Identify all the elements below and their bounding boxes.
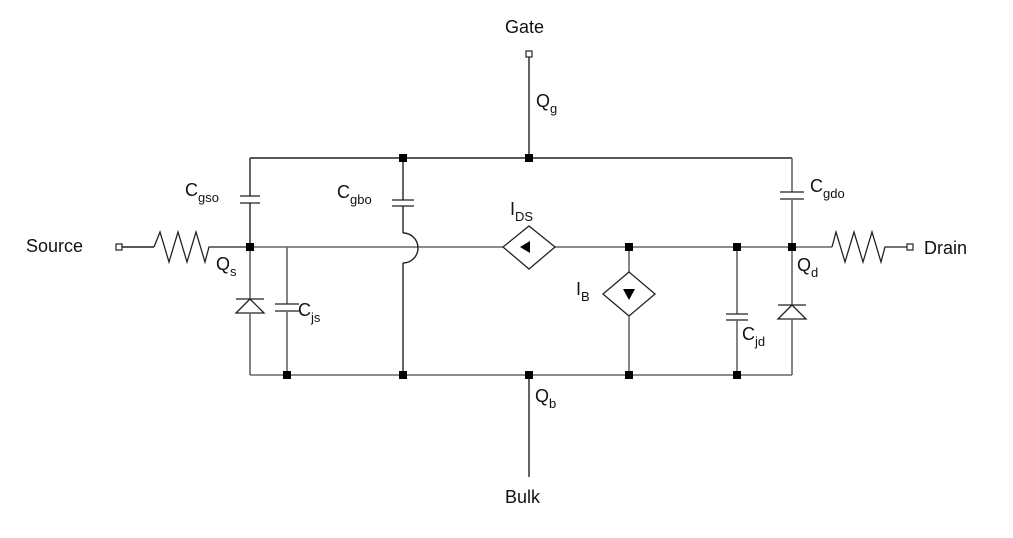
- gate-branch: Gate Qg: [505, 17, 557, 158]
- drain-label: Drain: [924, 238, 967, 258]
- ib-arrow-down-icon: [623, 289, 635, 300]
- cjd-branch: Cjd: [726, 247, 765, 375]
- cjs-label: Cjs: [298, 300, 321, 325]
- cgso-label: Cgso: [185, 180, 219, 205]
- junction-bulk: [525, 371, 533, 379]
- junction-qd: [788, 243, 796, 251]
- junction-cjd-top: [733, 243, 741, 251]
- bulk-label: Bulk: [505, 487, 541, 507]
- qb-label: Qb: [535, 386, 556, 411]
- junction-qs: [246, 243, 254, 251]
- qs-label: Qs: [216, 254, 237, 279]
- drain-resistor: [831, 229, 907, 265]
- ib-source: IB: [576, 247, 657, 375]
- ib-label: IB: [576, 279, 590, 304]
- junction-gate: [525, 154, 533, 162]
- drain-diode-branch: [776, 247, 808, 375]
- source-resistor: [153, 229, 250, 265]
- cjs-branch: Cjs: [275, 247, 321, 375]
- source-diode-branch: [234, 247, 266, 375]
- qg-label: Qg: [536, 91, 557, 116]
- source-diode-icon: [234, 298, 266, 314]
- source-label: Source: [26, 236, 83, 256]
- cgdo-label: Cgdo: [810, 176, 845, 201]
- qd-label: Qd: [797, 255, 818, 280]
- gate-terminal[interactable]: [525, 50, 533, 58]
- crossover-hop: [402, 232, 419, 264]
- junction-cjs-bottom: [283, 371, 291, 379]
- junction-cjd-bottom: [733, 371, 741, 379]
- source-branch: Source Qs: [26, 229, 250, 279]
- drain-terminal[interactable]: [906, 243, 914, 251]
- cgso-branch: Cgso: [185, 158, 260, 247]
- cjd-label: Cjd: [742, 324, 765, 349]
- bulk-branch: Bulk Qb: [505, 375, 556, 507]
- junction-ib-bottom: [625, 371, 633, 379]
- gate-label: Gate: [505, 17, 544, 37]
- cgbo-label: Cgbo: [337, 182, 372, 207]
- ids-diamond-icon: [501, 225, 557, 270]
- cgbo-branch: Cgbo: [337, 158, 419, 375]
- junction-gate-cgbo: [399, 154, 407, 162]
- drain-diode-icon: [776, 304, 808, 320]
- junction-ib-top: [625, 243, 633, 251]
- junction-cgbo-bottom: [399, 371, 407, 379]
- source-terminal[interactable]: [115, 243, 123, 251]
- ids-source: IDS: [501, 199, 557, 270]
- cgdo-branch: Cgdo: [780, 158, 845, 247]
- ids-label: IDS: [510, 199, 533, 224]
- drain-branch: Drain Qd: [797, 229, 967, 280]
- ids-arrow-left-icon: [520, 241, 530, 253]
- junctions: [246, 154, 796, 379]
